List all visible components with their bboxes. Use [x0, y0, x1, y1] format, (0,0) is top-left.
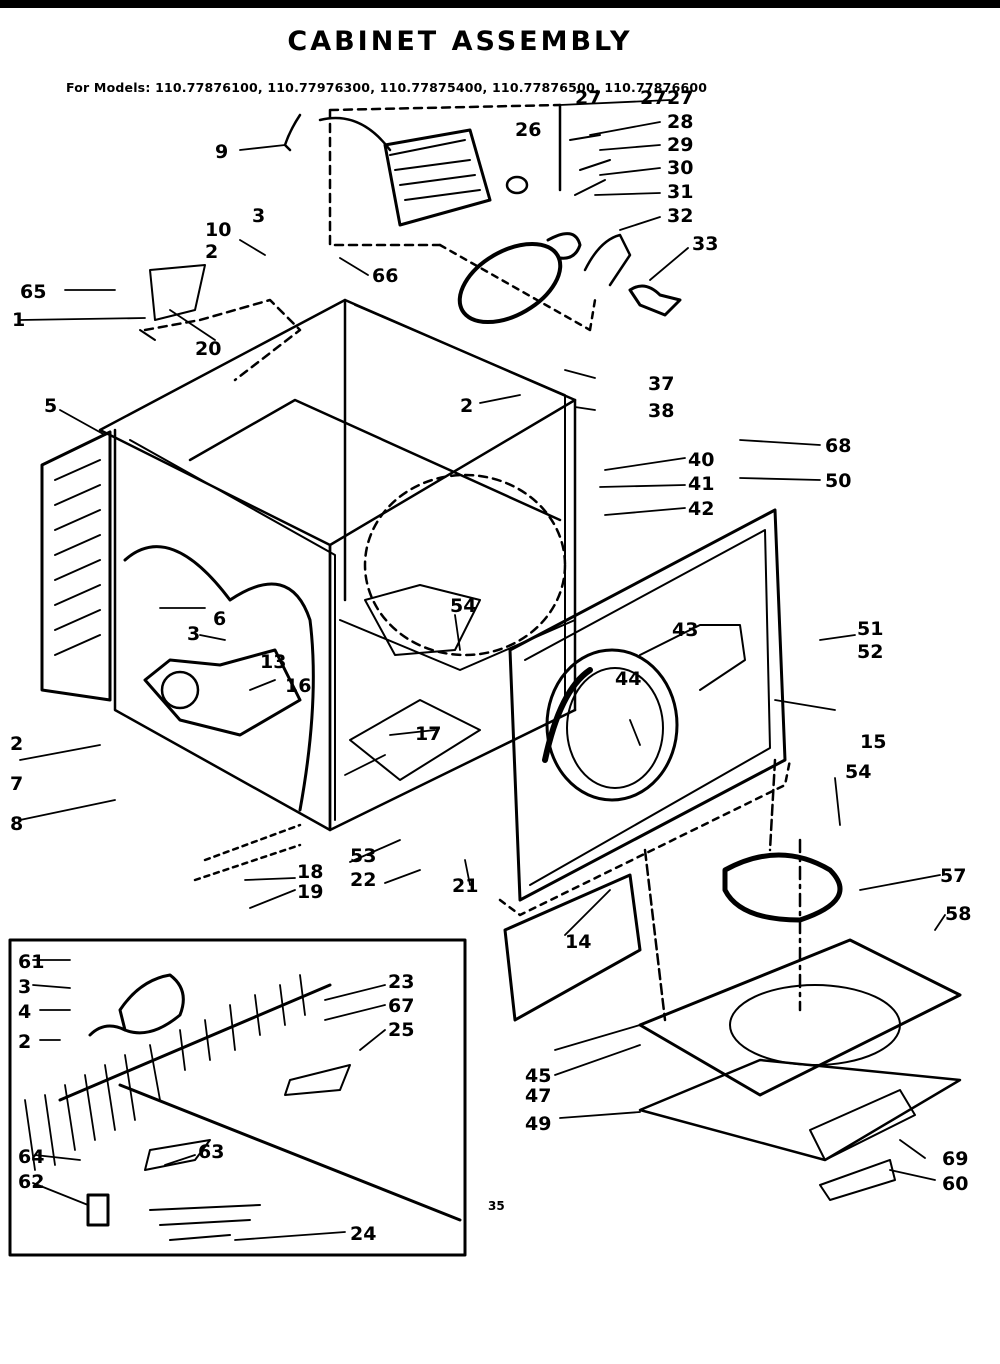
callout-23: 23 — [388, 971, 414, 993]
callout-67: 67 — [388, 995, 414, 1017]
callout-27: 27 — [575, 87, 601, 109]
callout-42: 42 — [688, 498, 714, 520]
callout-30: 30 — [667, 157, 693, 179]
callout-2-left: 2 — [10, 733, 23, 755]
callout-8: 8 — [10, 813, 23, 835]
top-border-bar — [0, 0, 1000, 8]
callout-14: 14 — [565, 931, 591, 953]
callout-69: 69 — [942, 1148, 968, 1170]
callout-1: 1 — [12, 309, 25, 331]
callout-43: 43 — [672, 619, 698, 641]
callout-21: 21 — [452, 875, 478, 897]
callout-16: 16 — [285, 675, 311, 697]
callout-45: 45 — [525, 1065, 551, 1087]
callout-63: 63 — [198, 1141, 224, 1163]
rear-panel — [40, 430, 112, 702]
callout-labels: 27 27 27 28 29 30 31 32 33 26 9 10 3 2 6… — [10, 87, 971, 1245]
callout-50: 50 — [825, 470, 851, 492]
callout-5: 5 — [44, 395, 57, 417]
callout-4: 4 — [18, 1001, 31, 1023]
callout-2-mid: 2 — [460, 395, 473, 417]
leader-lines — [19, 99, 946, 1241]
callout-58: 58 — [945, 903, 971, 925]
callout-9-top: 9 — [215, 141, 228, 163]
model-list: For Models: 110.77876100, 110.77976300, … — [66, 80, 708, 95]
callout-33: 33 — [692, 233, 718, 255]
callout-32: 32 — [667, 205, 693, 227]
callout-53: 53 — [350, 845, 376, 867]
diagram-title: CABINET ASSEMBLY — [287, 26, 633, 57]
base-assembly — [503, 758, 962, 1201]
callout-47: 47 — [525, 1085, 551, 1107]
callout-2-top: 2 — [205, 241, 218, 263]
callout-61: 61 — [18, 951, 44, 973]
callout-51: 51 — [857, 618, 883, 640]
callout-24: 24 — [350, 1223, 376, 1245]
callout-27-num: 27 — [667, 87, 693, 109]
cabinet-body — [98, 264, 577, 882]
callout-54-mid: 54 — [450, 595, 476, 617]
callout-25: 25 — [388, 1019, 414, 1041]
callout-6: 6 — [213, 608, 226, 630]
callout-49: 49 — [525, 1113, 551, 1135]
callout-10: 10 — [205, 219, 231, 241]
callout-15: 15 — [860, 731, 886, 753]
callout-26: 26 — [515, 119, 541, 141]
callout-17: 17 — [415, 723, 441, 745]
callout-37: 37 — [648, 373, 674, 395]
callout-64: 64 — [18, 1146, 44, 1168]
callout-3-top: 3 — [252, 205, 265, 227]
callout-60: 60 — [942, 1173, 968, 1195]
callout-2-inset: 2 — [18, 1031, 31, 1053]
callout-20: 20 — [195, 338, 221, 360]
callout-40: 40 — [688, 449, 714, 471]
callout-54-right: 54 — [845, 761, 871, 783]
front-panel — [498, 508, 792, 917]
callout-18: 18 — [297, 861, 323, 883]
callout-65: 65 — [20, 281, 46, 303]
callout-7: 7 — [10, 773, 23, 795]
wiring-harness-inset — [8, 938, 467, 1257]
callout-3-mid: 3 — [187, 623, 200, 645]
page-code: 35 — [488, 1199, 505, 1213]
callout-62: 62 — [18, 1171, 44, 1193]
callout-38: 38 — [648, 400, 674, 422]
callout-52: 52 — [857, 641, 883, 663]
callout-29: 29 — [667, 134, 693, 156]
callout-44: 44 — [615, 668, 641, 690]
callout-13: 13 — [260, 651, 286, 673]
callout-3-inset: 3 — [18, 976, 31, 998]
callout-31: 31 — [667, 181, 693, 203]
callout-22: 22 — [350, 869, 376, 891]
callout-41: 41 — [688, 473, 714, 495]
callout-27b: 27 — [640, 87, 666, 109]
callout-19: 19 — [297, 881, 323, 903]
callout-28: 28 — [667, 111, 693, 133]
callout-57: 57 — [940, 865, 966, 887]
callout-68: 68 — [825, 435, 851, 457]
callout-66: 66 — [372, 265, 398, 287]
